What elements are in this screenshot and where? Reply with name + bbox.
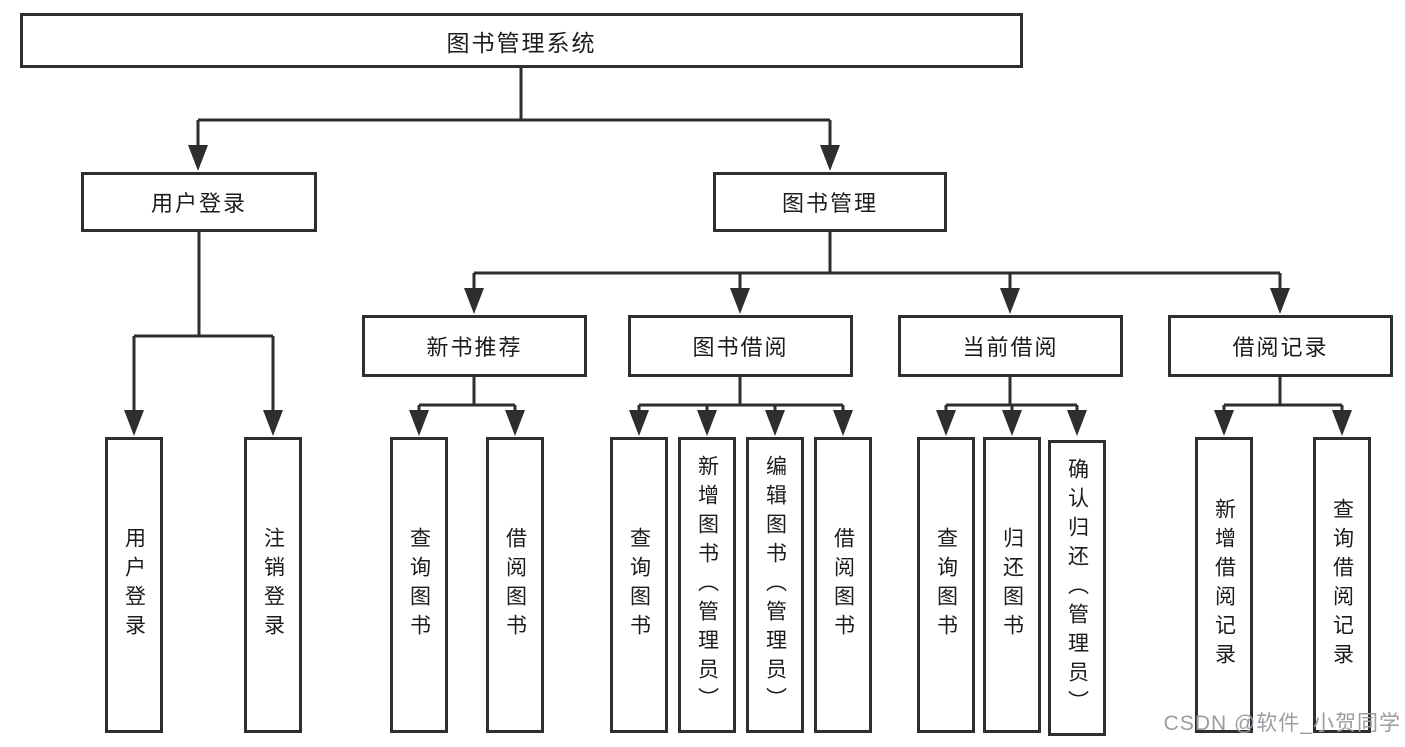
node-book-management: 图书管理	[713, 172, 947, 232]
leaf-user-login: 用户登录	[105, 437, 163, 733]
node-current-borrow: 当前借阅	[898, 315, 1123, 377]
connector-new-books-to-leaves	[417, 377, 517, 414]
connector-borrow-records-to-leaves	[1222, 377, 1344, 414]
arrowheads-current-borrow-leaves	[936, 410, 1087, 436]
node-borrow-records: 借阅记录	[1168, 315, 1393, 377]
leaf-borrow-borrow-books: 借阅图书	[814, 437, 872, 733]
leaf-records-add-record: 新增借阅记录	[1195, 437, 1253, 733]
arrowheads-new-books-leaves	[409, 410, 525, 436]
leaf-newbooks-borrow-books: 借阅图书	[486, 437, 544, 733]
leaf-newbooks-query-books: 查询图书	[390, 437, 448, 733]
arrowheads-user-login-leaves	[124, 410, 283, 436]
leaf-records-query-record: 查询借阅记录	[1313, 437, 1371, 733]
leaf-borrow-query-books: 查询图书	[610, 437, 668, 733]
leaf-borrow-add-books-admin: 新增图书（管理员）	[678, 437, 736, 733]
node-book-borrow: 图书借阅	[628, 315, 853, 377]
connector-user-login-to-leaves	[132, 232, 275, 414]
connector-book-borrow-to-leaves	[637, 377, 845, 414]
connector-root-to-level2	[196, 66, 832, 150]
arrowheads-root-to-level2	[188, 145, 840, 171]
leaf-current-query-books: 查询图书	[917, 437, 975, 733]
node-new-book-recommend: 新书推荐	[362, 315, 587, 377]
leaf-current-confirm-return-admin: 确认归还（管理员）	[1048, 440, 1106, 736]
leaf-borrow-edit-books-admin: 编辑图书（管理员）	[746, 437, 804, 733]
connector-book-mgmt-to-level3	[472, 232, 1282, 294]
leaf-logout: 注销登录	[244, 437, 302, 733]
csdn-watermark: CSDN @软件_小贺同学	[1163, 712, 1401, 735]
connector-current-borrow-to-leaves	[944, 377, 1079, 414]
arrowheads-borrow-records-leaves	[1214, 410, 1352, 436]
node-root-system: 图书管理系统	[20, 13, 1023, 68]
leaf-current-return-books: 归还图书	[983, 437, 1041, 733]
arrowheads-book-borrow-leaves	[629, 410, 853, 436]
node-user-login: 用户登录	[81, 172, 317, 232]
arrowheads-level3	[464, 288, 1290, 314]
